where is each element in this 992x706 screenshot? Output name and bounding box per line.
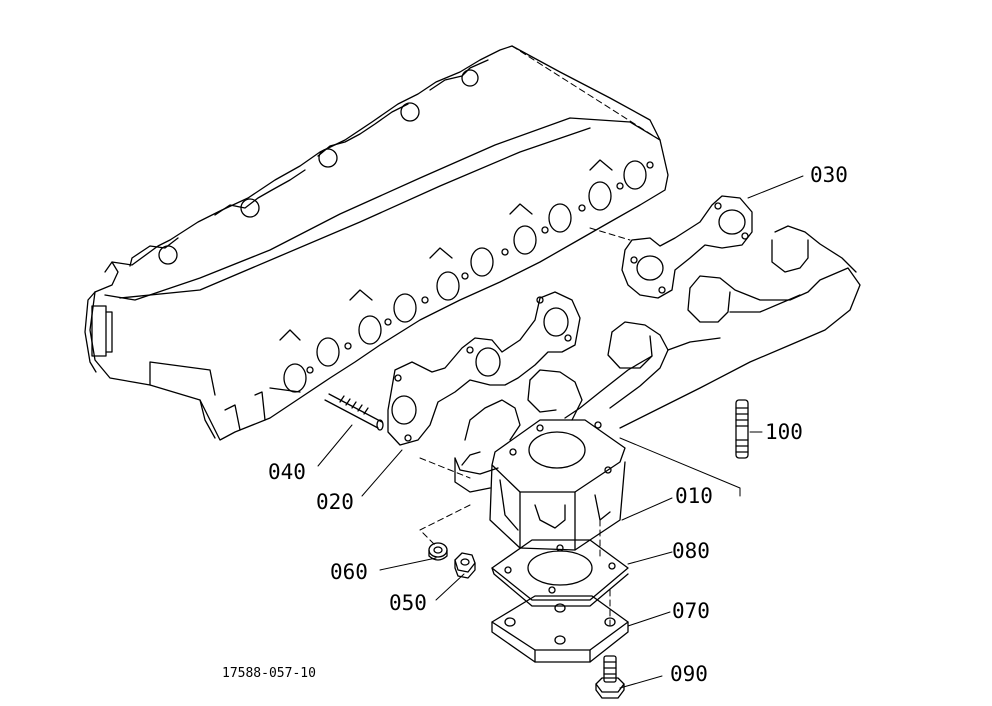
callout-070: 070 bbox=[672, 599, 710, 623]
outlet-flange bbox=[491, 595, 629, 663]
washer bbox=[428, 542, 448, 561]
callout-050: 050 bbox=[389, 591, 427, 615]
hex-nut bbox=[454, 552, 476, 579]
callout-020: 020 bbox=[316, 490, 354, 514]
outlet-gasket bbox=[491, 539, 629, 607]
exhaust-manifold-runners bbox=[454, 225, 861, 493]
cylinder-head bbox=[84, 45, 669, 441]
callout-100: 100 bbox=[765, 420, 803, 444]
center-lines bbox=[419, 45, 661, 626]
callout-080: 080 bbox=[672, 539, 710, 563]
callout-090: 090 bbox=[670, 662, 708, 686]
exhaust-elbow bbox=[489, 419, 626, 551]
callout-010: 010 bbox=[675, 484, 713, 508]
callout-060: 060 bbox=[330, 560, 368, 584]
hex-bolt bbox=[595, 655, 625, 699]
callout-030: 030 bbox=[810, 163, 848, 187]
callout-040: 040 bbox=[268, 460, 306, 484]
leader-lines bbox=[317, 175, 804, 689]
stud-bolt-right bbox=[735, 399, 749, 459]
exhaust-gasket-rear bbox=[621, 195, 753, 299]
stud-bolt-left bbox=[324, 393, 384, 431]
figure-code: 17588-057-10 bbox=[222, 666, 316, 681]
exhaust-gasket-front bbox=[387, 291, 581, 446]
